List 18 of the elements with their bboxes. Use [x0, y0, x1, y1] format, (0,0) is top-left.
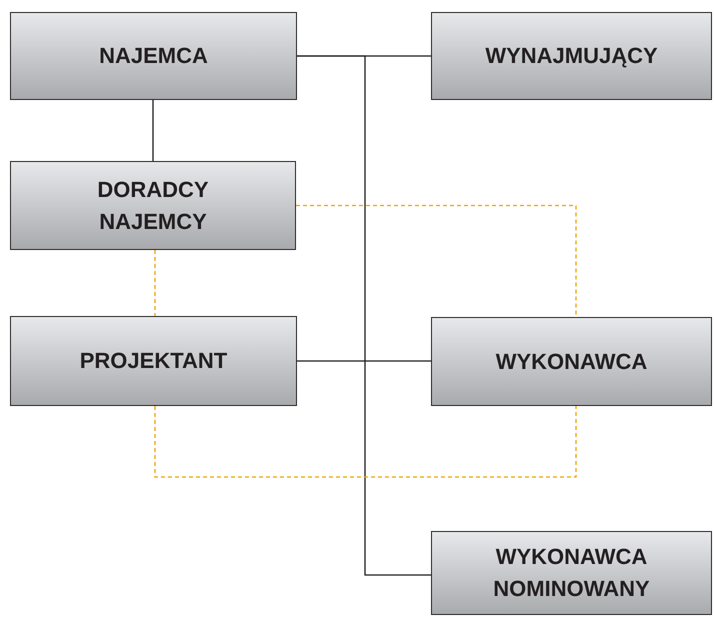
- connector-line: [152, 100, 154, 161]
- role-label: WYNAJMUJĄCY: [484, 42, 659, 70]
- role-box: [431, 12, 712, 100]
- dashed-connector-line: [154, 406, 577, 478]
- role-box: [431, 317, 712, 406]
- connector-line: [297, 360, 431, 362]
- role-label: PROJEKTANT: [78, 347, 228, 376]
- dashed-connector-line: [154, 250, 156, 316]
- role-label: DORADCY NAJEMCY: [96, 176, 210, 236]
- role-box: [10, 12, 297, 100]
- role-label: NAJEMCA: [98, 42, 209, 70]
- connector-line: [297, 55, 431, 576]
- role-box: [431, 531, 712, 615]
- role-label: WYKONAWCA NOMINOWANY: [492, 543, 651, 603]
- role-box: [10, 316, 297, 406]
- role-label: WYKONAWCA: [494, 348, 648, 376]
- dashed-connector-line: [296, 204, 577, 317]
- role-box: [10, 161, 296, 250]
